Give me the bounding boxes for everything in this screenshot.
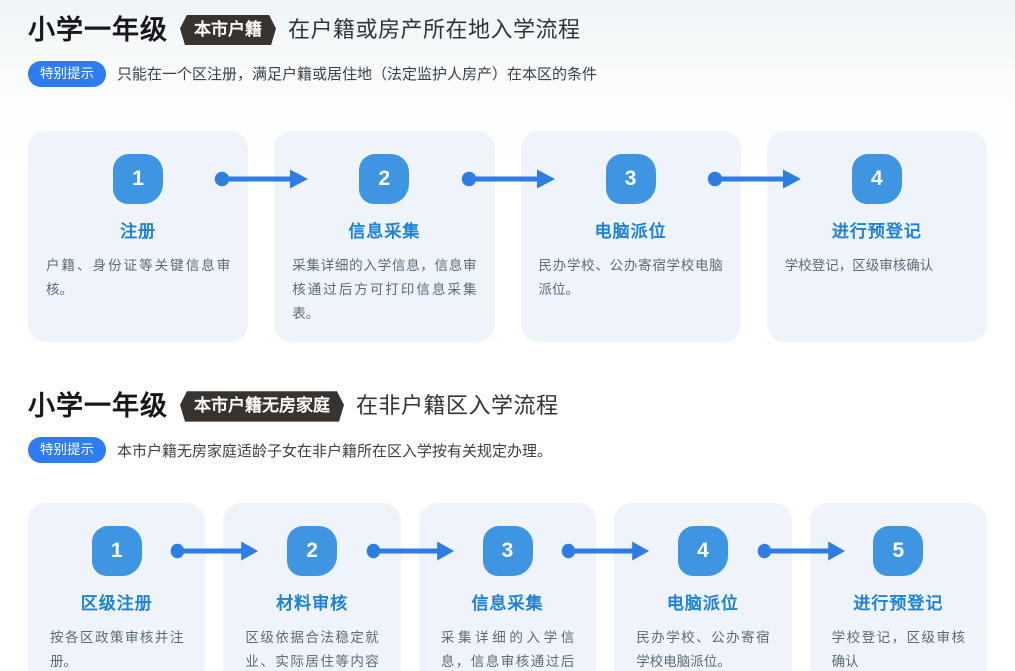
step-description: 民办学校、公办寄宿学校电脑派位。 [636,629,770,670]
step-title: 电脑派位 [594,221,667,241]
flow-arrow-icon [757,541,845,561]
flow-arrow-icon [461,169,555,189]
household-type-badge: 本市户籍无房家庭 [180,391,344,421]
step-description: 采集详细的入学信息，信息审核通过后方可打印信息采集表。 [292,257,477,322]
step-title: 注册 [120,221,157,241]
section-title-grade: 小学一年级 [28,391,168,422]
step-number-badge: 3 [482,525,533,576]
flow-arrow-icon [215,169,309,189]
step-description: 区级依据合法稳定就业、实际居住等内容确认入学资格。 [245,629,379,670]
step-card-computer-allocation: 3 电脑派位 民办学校、公办寄宿学校电脑派位。 [520,130,741,343]
step-card-info-collection: 3 信息采集 采集详细的入学信息，信息审核通过后方可打印信息采集表。 [418,502,597,671]
step-description: 采集详细的入学信息，信息审核通过后方可打印信息采集表。 [440,629,575,670]
step-card-material-review: 2 材料审核 区级依据合法稳定就业、实际居住等内容确认入学资格。 [223,502,401,671]
step-number-badge: 4 [677,525,728,576]
household-type-badge: 本市户籍 [180,15,276,45]
step-description: 户籍、身份证等关键信息审核。 [46,257,231,297]
step-number-badge: 5 [873,525,924,576]
step-number-badge: 2 [287,525,338,576]
special-tip: 特别提示 本市户籍无房家庭适龄子女在非户籍所在区入学按有关规定办理。 [28,437,987,463]
step-title: 区级注册 [80,593,153,613]
special-tip-text: 只能在一个区注册，满足户籍或居住地（法定监护人房产）在本区的条件 [117,66,598,84]
special-tip: 特别提示 只能在一个区注册，满足户籍或居住地（法定监护人房产）在本区的条件 [28,61,987,87]
flow-arrow-icon [171,541,259,561]
step-title: 材料审核 [276,593,349,613]
section-title-text: 在户籍或房产所在地入学流程 [288,17,581,42]
section-title: 小学一年级 本市户籍 在户籍或房产所在地入学流程 [28,12,987,48]
special-tip-badge: 特别提示 [28,437,106,463]
step-card-district-register: 1 区级注册 按各区政策审核并注册。 [28,502,206,671]
flow-arrow-icon [561,541,650,561]
special-tip-text: 本市户籍无房家庭适龄子女在非户籍所在区入学按有关规定办理。 [117,442,553,460]
step-number-badge: 2 [359,153,410,204]
step-description: 学校登记，区级审核确认 [784,257,934,273]
section-local-registration: 小学一年级 本市户籍 在户籍或房产所在地入学流程 特别提示 只能在一个区注册，满… [28,12,987,343]
step-title: 信息采集 [471,593,544,613]
step-number-badge: 3 [605,153,656,204]
step-description: 学校登记，区级审核确认 [831,629,966,670]
step-description: 按各区政策审核并注册。 [50,629,184,670]
section-title-grade: 小学一年级 [28,15,168,45]
step-number-badge: 1 [113,153,164,204]
step-title: 信息采集 [348,221,421,241]
step-card-pre-registration: 4 进行预登记 学校登记，区级审核确认 [766,130,987,343]
step-title: 电脑派位 [666,593,739,613]
step-title: 进行预登记 [831,221,922,241]
section-title-text: 在非户籍区入学流程 [356,393,559,419]
steps-row: 1 区级注册 按各区政策审核并注册。 2 材料审核 区级依据合法稳定就业、实际居… [28,502,988,671]
flow-arrow-icon [707,169,801,189]
special-tip-badge: 特别提示 [28,61,106,87]
step-description: 民办学校、公办寄宿学校电脑派位。 [538,257,723,297]
section-no-property-family: 小学一年级 本市户籍无房家庭 在非户籍区入学流程 特别提示 本市户籍无房家庭适龄… [28,388,988,671]
step-card-info-collection: 2 信息采集 采集详细的入学信息，信息审核通过后方可打印信息采集表。 [274,130,495,343]
step-card-computer-allocation: 4 电脑派位 民办学校、公办寄宿学校电脑派位。 [614,502,792,671]
flow-arrow-icon [366,541,454,561]
section-title: 小学一年级 本市户籍无房家庭 在非户籍区入学流程 [28,388,987,424]
step-number-badge: 4 [851,153,902,204]
step-title: 进行预登记 [853,593,944,613]
step-card-register: 1 注册 户籍、身份证等关键信息审核。 [28,130,249,343]
step-card-pre-registration: 5 进行预登记 学校登记，区级审核确认 [809,502,988,671]
steps-row: 1 注册 户籍、身份证等关键信息审核。 2 信息采集 采集详细的入学信息，信息审… [28,130,987,343]
step-number-badge: 1 [91,525,142,576]
